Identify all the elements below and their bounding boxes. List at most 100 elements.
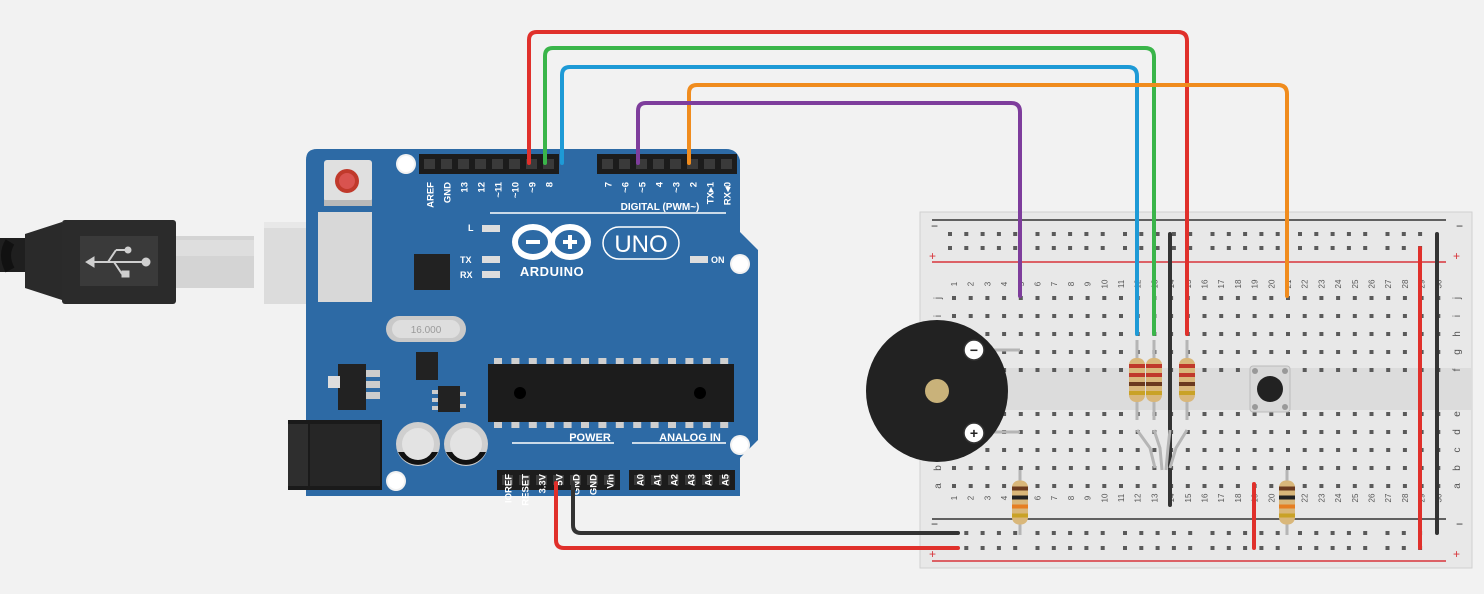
column-number: 4 [1000,495,1009,500]
column-number: 9 [1084,495,1093,500]
header-pin[interactable] [719,475,730,485]
column-number: 25 [1351,279,1360,288]
header-pin[interactable] [702,475,713,485]
header-pin[interactable] [619,159,630,169]
header-pin[interactable] [653,159,664,169]
reset-button[interactable] [324,160,372,206]
header-pin[interactable] [475,159,486,169]
svg-text:−: − [931,517,938,531]
column-number: 18 [1234,493,1243,502]
voltage-regulator [328,364,380,410]
pin-label: GND [572,474,583,495]
resistor[interactable] [1012,470,1028,535]
row-letter: b [933,465,944,471]
header-pin[interactable] [509,159,520,169]
column-number: 6 [1034,281,1043,286]
header-pin[interactable] [570,475,581,485]
arduino-uno-board[interactable]: 16.000 L TX RX ON ARDUINO UNO [288,149,758,506]
column-number: 12 [1134,493,1143,502]
column-number: 7 [1050,281,1059,286]
column-number: 10 [1100,279,1109,288]
wire-green-pin10[interactable] [543,46,1156,336]
svg-text:TX: TX [460,255,472,265]
row-letter: h [1452,331,1463,337]
pin-label: A2 [670,474,681,486]
resistor[interactable] [1279,470,1295,535]
svg-text:−: − [931,219,938,233]
pin-label: 5V [555,473,566,485]
header-pin[interactable] [721,159,732,169]
usb-chip [414,254,450,290]
header-pin[interactable] [543,159,554,169]
svg-text:16.000: 16.000 [411,325,442,336]
pin-label: A4 [704,473,715,486]
column-number: 24 [1334,279,1343,288]
arduino-logo: ARDUINO UNO [512,224,680,279]
wire-blue-pin9[interactable] [560,65,1139,336]
wire-orange-pin2[interactable] [687,83,1289,298]
column-number: 9 [1084,281,1093,286]
header-pin[interactable] [492,159,503,169]
wire-black-gnd[interactable] [571,481,960,535]
crystal: 16.000 [386,316,466,342]
board-leds: L TX RX ON [460,223,725,280]
header-pin[interactable] [687,159,698,169]
svg-text:L: L [468,223,474,233]
header-pin[interactable] [604,475,615,485]
wire-red-pin11[interactable] [527,30,1189,336]
column-number: 17 [1217,279,1226,288]
header-pin[interactable] [670,159,681,169]
digital-header[interactable] [419,154,737,174]
column-number: 15 [1184,493,1193,502]
header-pin[interactable] [634,475,645,485]
pin-label: GND [443,182,454,203]
row-letter: d [1452,429,1463,435]
pin-label: A5 [721,473,732,486]
resistor[interactable] [1146,340,1162,420]
resistor[interactable] [1129,340,1145,420]
wire-purple-pin5[interactable] [636,101,1022,298]
header-pin[interactable] [502,475,513,485]
pin-label: A3 [687,474,698,486]
column-number: 19 [1251,279,1260,288]
piezo-buzzer[interactable]: − + [866,320,1020,462]
header-pin[interactable] [458,159,469,169]
column-number: 20 [1267,279,1276,288]
pin-label: IOREF [504,474,515,503]
pin-label: Vin [606,474,617,489]
pin-label: TX▸1 [706,181,717,204]
header-pin[interactable] [602,159,613,169]
rgb-led[interactable] [1135,429,1189,471]
pin-label: A0 [636,474,647,486]
header-pin[interactable] [704,159,715,169]
header-pin[interactable] [536,475,547,485]
column-number: 28 [1401,279,1410,288]
header-pin[interactable] [526,159,537,169]
header-pin[interactable] [685,475,696,485]
power-header[interactable] [497,470,735,490]
svg-text:+: + [1453,547,1460,561]
push-button[interactable] [1249,365,1291,413]
column-number: 13 [1150,493,1159,502]
header-pin[interactable] [587,475,598,485]
column-number: 11 [1117,279,1126,288]
column-number: 26 [1368,279,1377,288]
header-pin[interactable] [553,475,564,485]
wire-red-5v[interactable] [554,481,960,550]
column-number: 4 [1000,281,1009,286]
column-number: 1 [950,281,959,286]
resistor[interactable] [1179,340,1195,420]
column-number: 27 [1384,493,1393,502]
pin-label: 13 [460,182,471,193]
header-pin[interactable] [668,475,679,485]
svg-text:+: + [1453,249,1460,263]
power-jack [288,420,382,490]
header-pin[interactable] [441,159,452,169]
column-number: 24 [1334,493,1343,502]
column-number: 8 [1067,495,1076,500]
header-pin[interactable] [651,475,662,485]
header-pin[interactable] [636,159,647,169]
row-letter: a [1452,483,1463,489]
header-pin[interactable] [519,475,530,485]
header-pin[interactable] [424,159,435,169]
